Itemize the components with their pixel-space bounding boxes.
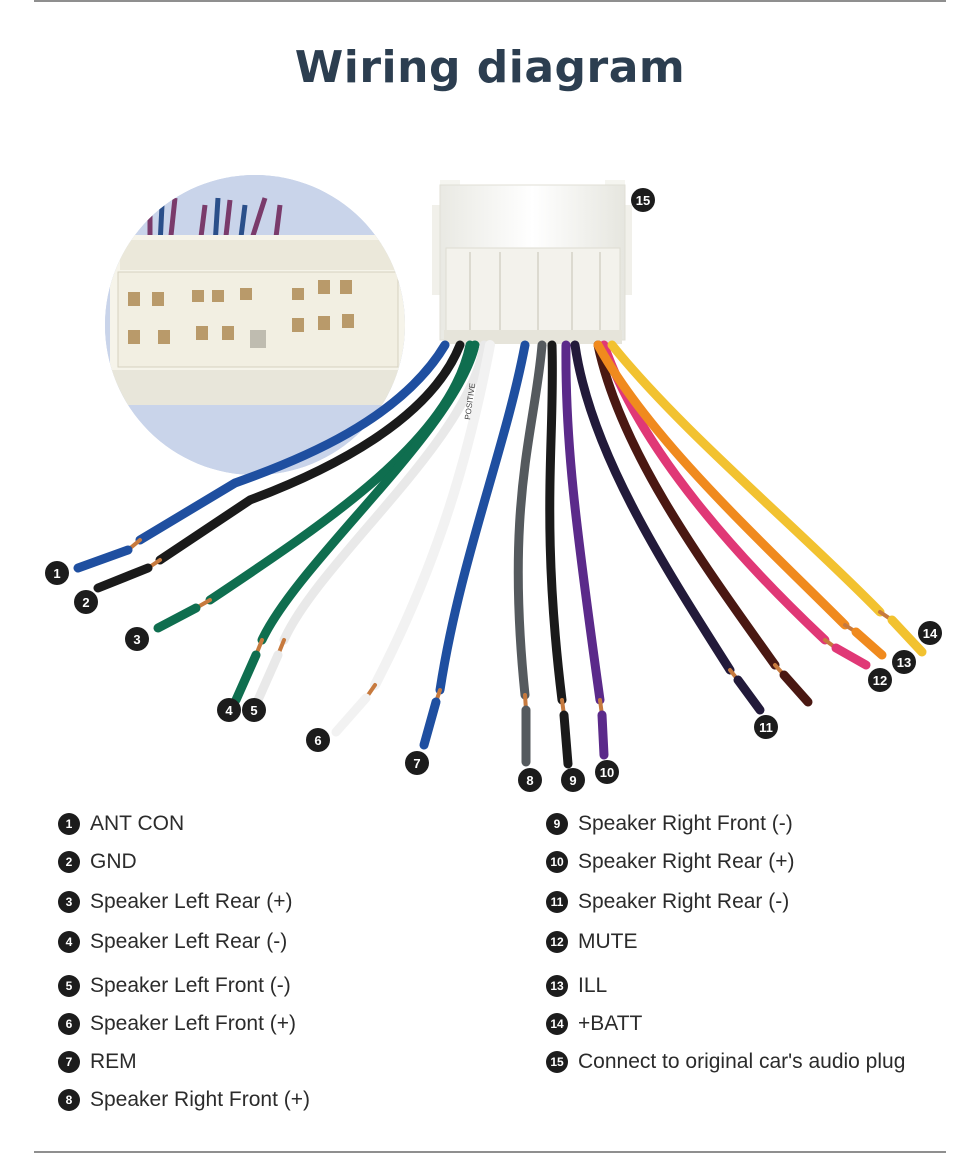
legend-item-8: 8 Speaker Right Front (+) [58, 1088, 310, 1112]
callout-badge-1: 1 [45, 561, 69, 585]
legend-number: 4 [58, 931, 80, 953]
legend-item-12: 12 MUTE [546, 930, 638, 954]
legend-item-2: 2 GND [58, 850, 137, 874]
wire-speaker-left-front-minus [279, 340, 489, 645]
callout-badge-13: 13 [892, 650, 916, 674]
page-title: Wiring diagram [294, 42, 686, 93]
legend-item-5: 5 Speaker Left Front (-) [58, 974, 291, 998]
legend-item-6: 6 Speaker Left Front (+) [58, 1012, 296, 1036]
legend-number: 11 [546, 891, 568, 913]
legend-item-10: 10 Speaker Right Rear (+) [546, 850, 795, 874]
legend-number: 15 [546, 1051, 568, 1073]
callout-badge-14: 14 [918, 621, 942, 645]
legend-number: 14 [546, 1013, 568, 1035]
wire-ant-con [135, 340, 450, 545]
callout-badge-5: 5 [242, 698, 266, 722]
legend-item-4: 4 Speaker Left Rear (-) [58, 930, 287, 954]
wire-speaker-right-front-plus [513, 340, 547, 700]
legend-label: MUTE [578, 930, 638, 953]
wire-speaker-left-rear-minus [257, 340, 480, 645]
wiring-diagram: POSITIVE [73, 175, 927, 769]
callout-badge-2: 2 [74, 590, 98, 614]
callout-badge-6: 6 [306, 728, 330, 752]
audio-plug-connector [432, 180, 632, 344]
callout-badge-12: 12 [868, 668, 892, 692]
legend-item-11: 11 Speaker Right Rear (-) [546, 890, 789, 914]
callout-badge-10: 10 [595, 760, 619, 784]
legend-item-15: 15 Connect to original car's audio plug [546, 1050, 905, 1074]
callout-badge-4: 4 [217, 698, 241, 722]
legend-number: 8 [58, 1089, 80, 1111]
legend-label: Speaker Right Front (+) [90, 1088, 311, 1111]
legend-label: Speaker Right Rear (+) [578, 850, 795, 873]
legend-number: 1 [58, 813, 80, 835]
wire-batt [593, 340, 850, 630]
legend-item-3: 3 Speaker Left Rear (+) [58, 890, 293, 914]
legend-number: 13 [546, 975, 568, 997]
wire-harness: POSITIVE [73, 340, 927, 769]
callout-badge-9: 9 [561, 768, 585, 792]
legend-number: 3 [58, 891, 80, 913]
legend-number: 2 [58, 851, 80, 873]
legend-item-1: 1 ANT CON [58, 812, 184, 836]
legend-number: 6 [58, 1013, 80, 1035]
callout-badge-8: 8 [518, 768, 542, 792]
legend-number: 10 [546, 851, 568, 873]
legend-label: Speaker Left Front (-) [90, 974, 291, 997]
legend-label: GND [90, 850, 137, 873]
legend-label: ANT CON [90, 812, 185, 835]
legend-number: 7 [58, 1051, 80, 1073]
legend-item-9: 9 Speaker Right Front (-) [546, 812, 793, 836]
legend-item-13: 13 ILL [546, 974, 607, 998]
wire-speaker-right-rear-plus [561, 340, 605, 705]
legend-label: Connect to original car's audio plug [578, 1050, 906, 1073]
wire-speaker-right-front-minus [545, 340, 567, 705]
wire-rem [435, 340, 530, 695]
wire-mute [593, 340, 780, 670]
legend-label: +BATT [578, 1012, 643, 1035]
legend-item-14: 14 +BATT [546, 1012, 642, 1036]
legend-number: 12 [546, 931, 568, 953]
callout-badge-3: 3 [125, 627, 149, 651]
legend-label: ILL [578, 974, 608, 997]
legend-item-7: 7 REM [58, 1050, 137, 1074]
callout-badge-7: 7 [405, 751, 429, 775]
callout-badge-15: 15 [631, 188, 655, 212]
connector-inset [105, 175, 405, 475]
legend-label: Speaker Left Rear (+) [90, 890, 293, 913]
wire-speaker-right-rear-minus [570, 340, 735, 675]
legend-label: Speaker Right Front (-) [578, 812, 793, 835]
legend-label: REM [90, 1050, 137, 1073]
callout-badge-11: 11 [754, 715, 778, 739]
wire-gnd [155, 340, 465, 565]
top-divider [34, 0, 946, 2]
legend-label: Speaker Left Rear (-) [90, 930, 288, 953]
legend-label: Speaker Left Front (+) [90, 1012, 297, 1035]
legend-number: 9 [546, 813, 568, 835]
wire-connector-extra [607, 340, 885, 617]
legend-number: 5 [58, 975, 80, 997]
legend-label: Speaker Right Rear (-) [578, 890, 790, 913]
bottom-divider [34, 1151, 946, 1153]
wire-speaker-left-front-plus [370, 340, 495, 690]
